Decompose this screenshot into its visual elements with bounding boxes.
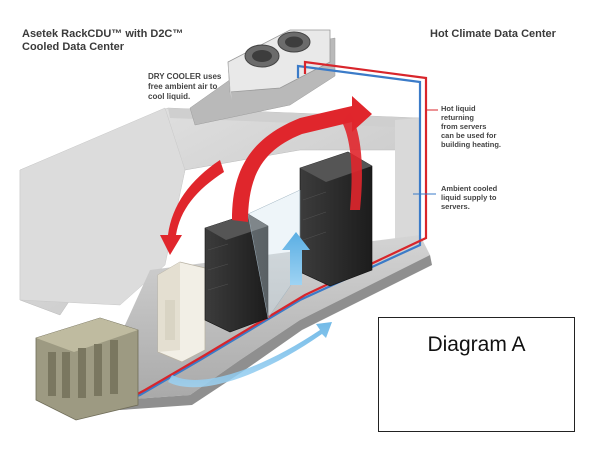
hot-air-arrow bbox=[232, 96, 372, 222]
cold-liquid-pipe bbox=[124, 64, 422, 402]
diagram-title: Asetek RackCDU™ with D2C™ Cooled Data Ce… bbox=[22, 28, 184, 53]
subtitle-hot-climate: Hot Climate Data Center bbox=[430, 28, 556, 40]
cold-air-arrow bbox=[168, 322, 332, 388]
annotation-hot-liquid: Hot liquid returning from servers can be… bbox=[441, 104, 501, 149]
cold-air-arrow bbox=[282, 232, 310, 285]
liquid-pipes bbox=[124, 60, 438, 402]
diagram-label-box: Diagram A bbox=[378, 317, 575, 432]
server-racks bbox=[204, 151, 373, 333]
annotation-dry-cooler: DRY COOLER uses free ambient air to cool… bbox=[148, 72, 222, 101]
hot-liquid-pipe bbox=[129, 60, 428, 399]
diagram-label: Diagram A bbox=[427, 333, 526, 356]
chiller-unit bbox=[35, 317, 139, 421]
hot-air-flow bbox=[160, 96, 372, 255]
cold-air-flow bbox=[168, 232, 332, 388]
dry-cooler bbox=[189, 29, 336, 126]
cooling-tower-unit bbox=[157, 261, 206, 363]
hot-air-arrow bbox=[160, 160, 224, 255]
annotation-ambient-supply: Ambient cooled liquid supply to servers. bbox=[441, 184, 498, 211]
